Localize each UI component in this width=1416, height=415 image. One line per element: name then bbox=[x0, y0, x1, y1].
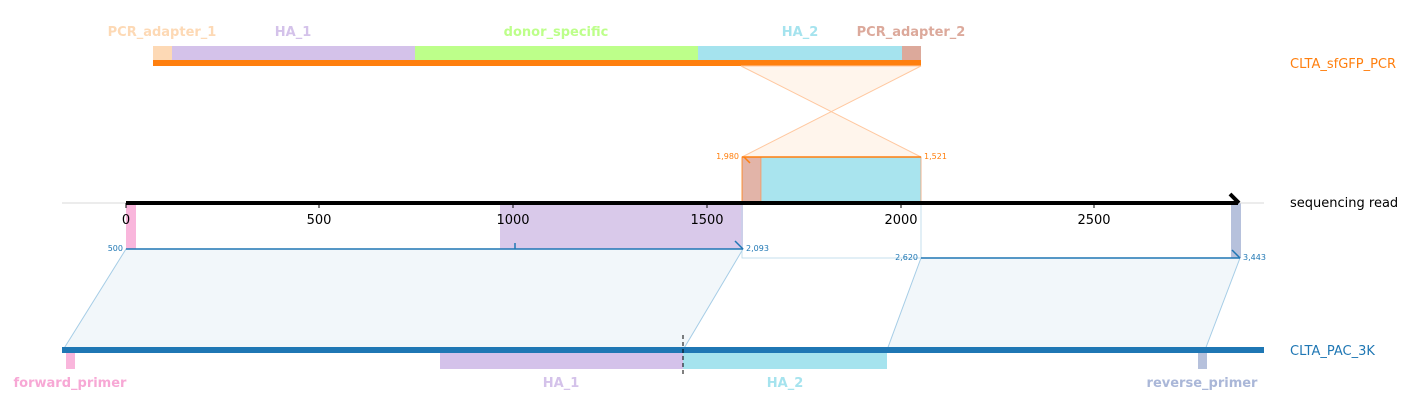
genome-feature-forward-primer bbox=[66, 350, 75, 369]
read-tick-label-0: 0 bbox=[122, 213, 130, 228]
genome-label-ha-1: HA_1 bbox=[543, 376, 580, 391]
read-tick-label-2500: 2500 bbox=[1077, 213, 1110, 228]
genome-label-ha-2: HA_2 bbox=[767, 376, 804, 391]
genome-alignment-left-arrowhead bbox=[734, 240, 744, 250]
pcr-reference-track: PCR_adapter_1 HA_1 donor_specific HA_2 P… bbox=[108, 25, 1396, 72]
genome-reference-track: forward_primer HA_1 HA_2 reverse_primer … bbox=[14, 335, 1375, 391]
pcr-alignment-end: 1,521 bbox=[924, 152, 947, 161]
read-name: sequencing read bbox=[1290, 196, 1398, 211]
genome-feature-ha-2 bbox=[683, 350, 887, 369]
genome-alignment-left-start: 500 bbox=[108, 244, 123, 253]
genome-alignment-right-band bbox=[886, 257, 1241, 351]
pcr-feature-pcr-adapter-2 bbox=[902, 46, 921, 63]
read-feature-ha-1 bbox=[500, 203, 743, 249]
pcr-reference-name: CLTA_sfGFP_PCR bbox=[1290, 57, 1396, 72]
read-feature-forward-primer bbox=[126, 203, 136, 249]
pcr-label-donor-specific: donor_specific bbox=[504, 25, 609, 40]
genome-label-forward-primer: forward_primer bbox=[14, 376, 128, 391]
genome-alignment-right-start: 2,620 bbox=[895, 253, 918, 262]
genome-reference-name: CLTA_PAC_3K bbox=[1290, 344, 1375, 359]
read-tick-label-2000: 2000 bbox=[884, 213, 917, 228]
genome-alignment-left-band bbox=[62, 248, 744, 351]
pcr-alignment-arrowhead bbox=[743, 156, 751, 164]
genome-alignment-right-end: 3,443 bbox=[1243, 253, 1266, 262]
genome-feature-reverse-primer bbox=[1198, 350, 1207, 369]
read-arrowhead bbox=[1228, 192, 1241, 205]
pcr-label-ha-2: HA_2 bbox=[782, 25, 819, 40]
read-tick-label-500: 500 bbox=[307, 213, 332, 228]
pcr-feature-ha-2 bbox=[698, 46, 902, 63]
read-feature-ha-2 bbox=[760, 156, 922, 204]
pcr-alignment-start: 1,980 bbox=[716, 152, 739, 161]
read-axis: 0 500 1000 1500 2000 2500 sequencing rea… bbox=[62, 192, 1398, 228]
genome-reference-bar bbox=[62, 347, 1264, 353]
genome-label-reverse-primer: reverse_primer bbox=[1147, 376, 1259, 391]
pcr-feature-donor-specific bbox=[415, 46, 698, 63]
pcr-feature-ha-1 bbox=[172, 46, 415, 63]
pcr-alignment: 1,980 1,521 bbox=[716, 65, 947, 204]
pcr-feature-pcr-adapter-1 bbox=[153, 46, 172, 63]
pcr-label-pcr-adapter-2: PCR_adapter_2 bbox=[857, 25, 966, 40]
genome-feature-ha-1 bbox=[440, 350, 683, 369]
read-feature-pcr-adapter-2 bbox=[741, 156, 762, 204]
read-tick-label-1500: 1500 bbox=[690, 213, 723, 228]
pcr-reference-bar bbox=[153, 60, 921, 66]
read-tick-label-1000: 1000 bbox=[496, 213, 529, 228]
pcr-alignment-band bbox=[740, 65, 922, 158]
pcr-label-ha-1: HA_1 bbox=[275, 25, 312, 40]
read-feature-reverse-primer bbox=[1231, 203, 1241, 258]
genome-alignment-left-end: 2,093 bbox=[746, 244, 769, 253]
genome-alignment-right-arrowhead bbox=[1231, 249, 1241, 259]
pcr-label-pcr-adapter-1: PCR_adapter_1 bbox=[108, 25, 217, 40]
